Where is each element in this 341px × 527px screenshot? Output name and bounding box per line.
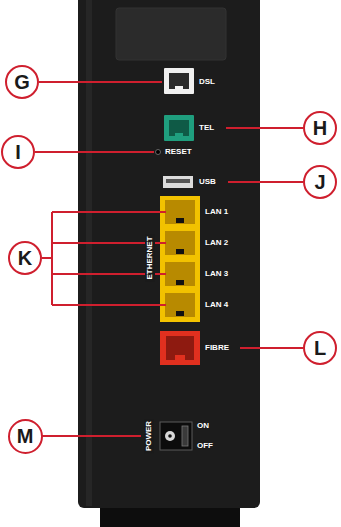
power-pin — [168, 434, 172, 438]
port-label: TEL — [199, 124, 214, 132]
callout-circle: H — [303, 111, 337, 145]
top-panel — [116, 8, 226, 60]
port-label: LAN 3 — [205, 270, 228, 278]
router-stand — [100, 505, 240, 527]
callout-letter: I — [15, 142, 21, 162]
leader-line — [52, 211, 166, 213]
leader-line — [226, 127, 303, 129]
lan-socket — [165, 293, 195, 317]
leader-line — [52, 304, 166, 306]
power-socket — [160, 422, 192, 450]
power-switch — [182, 426, 188, 446]
lan-sockets — [165, 200, 195, 317]
lan-notch — [176, 280, 184, 285]
callout-circle: L — [303, 331, 337, 365]
port-label: USB — [199, 178, 216, 186]
lan-socket — [165, 200, 195, 224]
fibre-notch — [175, 355, 185, 360]
tel-socket — [169, 120, 189, 136]
port-label: DSL — [199, 78, 215, 86]
leader-line — [42, 435, 141, 437]
port-label: LAN 4 — [205, 301, 228, 309]
callout-letter: M — [17, 426, 34, 446]
port-label: ETHERNET — [145, 234, 155, 281]
usb-tongue — [166, 179, 190, 183]
port-label: FIBRE — [205, 344, 229, 352]
lan-block — [160, 196, 200, 322]
lan-notch — [176, 249, 184, 254]
callout-letter: H — [313, 118, 327, 138]
dsl-port — [164, 68, 194, 94]
lan-socket — [165, 231, 195, 255]
leader-line — [228, 181, 303, 183]
callout-letter: K — [18, 248, 32, 268]
callout-letter: G — [14, 72, 30, 92]
lan-notch — [176, 311, 184, 316]
leader-line — [240, 347, 303, 349]
port-label: RESET — [165, 148, 192, 156]
callout-letter: J — [314, 172, 325, 192]
callout-circle: I — [1, 135, 35, 169]
leader-lines — [35, 82, 303, 436]
leader-line — [39, 81, 162, 83]
reset-hole — [156, 150, 161, 155]
port-label: LAN 1 — [205, 208, 228, 216]
leader-line — [42, 257, 52, 259]
callout-circle: M — [8, 419, 43, 454]
router-housing — [78, 0, 260, 508]
lan-socket — [165, 262, 195, 286]
fibre-socket — [166, 336, 194, 360]
callout-circle: G — [5, 65, 39, 99]
housing-edge — [86, 0, 92, 506]
usb-port — [163, 176, 193, 188]
callout-circle: J — [303, 165, 337, 199]
bracket-line — [51, 212, 53, 305]
tel-notch — [175, 133, 183, 137]
callout-letter: L — [314, 338, 326, 358]
dsl-notch — [175, 86, 183, 90]
port-label: LAN 2 — [205, 239, 228, 247]
callout-circle: K — [8, 241, 42, 275]
lan-notch — [176, 218, 184, 223]
port-label: POWER — [144, 419, 154, 453]
port-label: OFF — [197, 442, 213, 450]
fibre-port — [160, 331, 200, 365]
power-jack — [165, 431, 175, 441]
leader-line — [35, 151, 154, 153]
dsl-socket — [169, 73, 189, 89]
port-label: ON — [197, 422, 209, 430]
tel-port — [164, 115, 194, 141]
